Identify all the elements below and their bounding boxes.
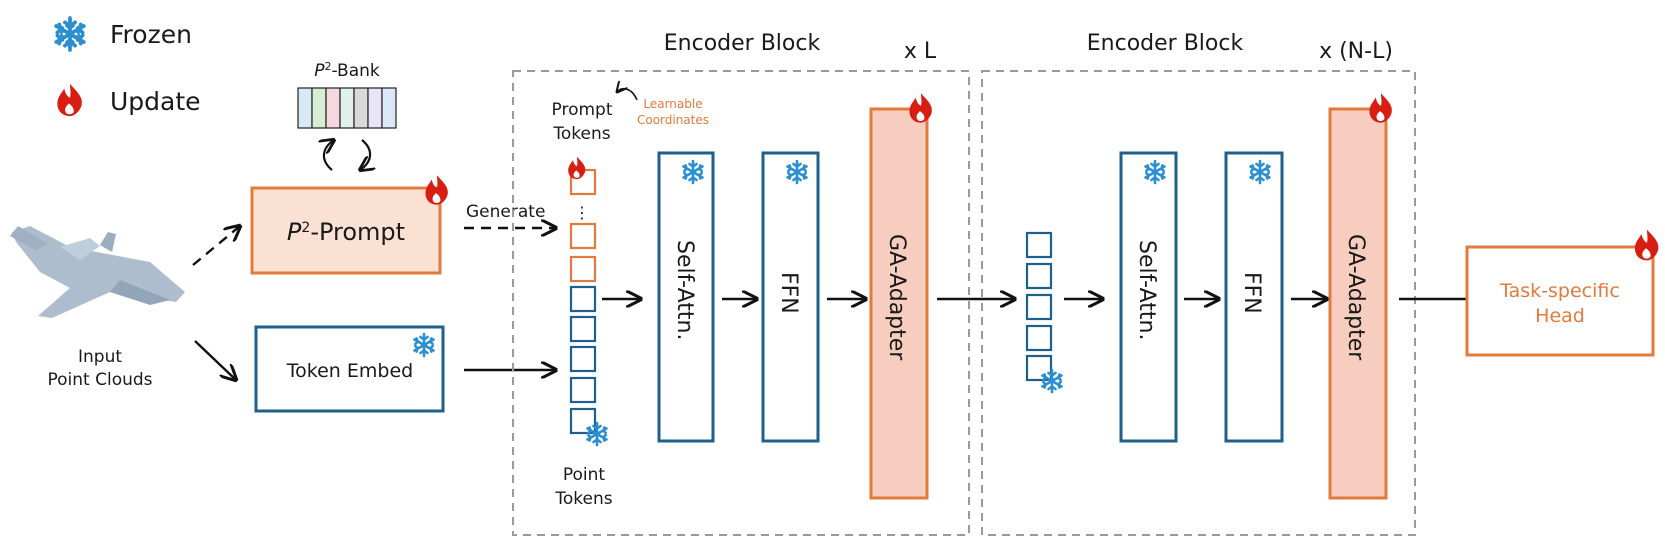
self-attn-block-1	[657, 151, 715, 443]
legend-flame-icon	[57, 83, 82, 117]
token-column-2	[1025, 231, 1053, 382]
point-token	[569, 345, 597, 373]
point-token	[569, 315, 597, 343]
task-head-module	[1465, 245, 1655, 357]
ga-adapter-label-1: GA-Adapter	[884, 234, 909, 361]
prompt-tokens-flame-icon	[568, 156, 586, 180]
token-column	[569, 168, 597, 435]
bank-cell	[353, 87, 369, 129]
input-label-line1: Input	[78, 347, 122, 367]
learnable-coords-arrow	[617, 89, 638, 101]
token-cell	[1025, 293, 1053, 321]
airplane-point-cloud-icon	[10, 226, 185, 318]
bank-cell	[325, 87, 341, 129]
bank-cell	[311, 87, 327, 129]
bank-label: P2-Bank	[314, 60, 380, 82]
p2-prompt-module	[250, 186, 442, 275]
token-cell	[1025, 354, 1053, 382]
token-embed-label: Token Embed	[286, 360, 413, 382]
token-cell	[1025, 262, 1053, 290]
self-attn-label-1: Self-Attn.	[672, 240, 697, 340]
ga-adapter-2-flame-icon	[1369, 93, 1392, 123]
input-to-embed-arrow	[194, 340, 236, 380]
encoder-block-2-title: Encoder Block	[1087, 31, 1244, 56]
token-cell	[1025, 231, 1053, 259]
ffn-label-1: FFN	[776, 272, 801, 314]
bank-cell	[367, 87, 383, 129]
input-to-prompt-arrow	[192, 226, 240, 266]
learnable-coords-line1: Learnable	[643, 97, 702, 111]
task-head-flame-icon	[1634, 229, 1659, 261]
token-cell	[1025, 324, 1053, 352]
encoder-block-1-title: Encoder Block	[664, 31, 821, 56]
point-tokens-label-line1: Point	[563, 465, 606, 485]
bank-cell	[297, 87, 313, 129]
legend-snowflake-icon	[54, 16, 86, 52]
prompt-token	[569, 255, 597, 283]
p2-prompt-flame-icon	[425, 175, 448, 205]
ga-adapter-label-2: GA-Adapter	[1343, 234, 1368, 361]
self-attn-block-2	[1119, 151, 1178, 443]
bank-read-arrow	[324, 140, 334, 171]
bank-write-arrow	[360, 139, 370, 170]
generate-label: Generate	[466, 202, 545, 222]
prompt-tokens-label-line1: Prompt	[552, 100, 613, 120]
point-token	[569, 285, 597, 313]
ffn-block-1	[761, 151, 820, 443]
point-token	[569, 376, 597, 404]
learnable-coords-line2: Coordinates	[637, 113, 709, 127]
encoder-block-2-frame	[981, 70, 1416, 536]
ga-adapter-block-1	[869, 107, 929, 500]
encoder-block-2-repeat: x (N-L)	[1319, 39, 1393, 64]
ga-adapter-1-flame-icon	[909, 93, 932, 123]
bank-cell	[339, 87, 355, 129]
encoder-block-1-repeat: x L	[904, 39, 937, 64]
task-head-label-line1: Task-specific	[1499, 280, 1620, 302]
token-embed-module	[254, 325, 445, 413]
prompt-tokens-label-line2: Tokens	[552, 124, 610, 144]
legend-frozen-label: Frozen	[110, 20, 192, 49]
prompt-token	[569, 222, 597, 250]
token-ellipsis: ⋮	[574, 203, 590, 222]
self-attn-label-2: Self-Attn.	[1134, 240, 1159, 340]
bank-cell	[381, 87, 397, 129]
ffn-block-2	[1224, 151, 1284, 443]
encoder-block-1-frame	[512, 70, 970, 536]
input-label-line2: Point Clouds	[47, 370, 152, 390]
point-tokens-label-line2: Tokens	[554, 489, 612, 509]
task-head-label-line2: Head	[1535, 305, 1585, 327]
legend-update-label: Update	[110, 87, 201, 116]
ffn-label-2: FFN	[1239, 272, 1264, 314]
bank-memory	[297, 87, 397, 129]
ga-adapter-block-2	[1328, 107, 1388, 500]
p2-prompt-label: P2-Prompt	[287, 218, 405, 246]
